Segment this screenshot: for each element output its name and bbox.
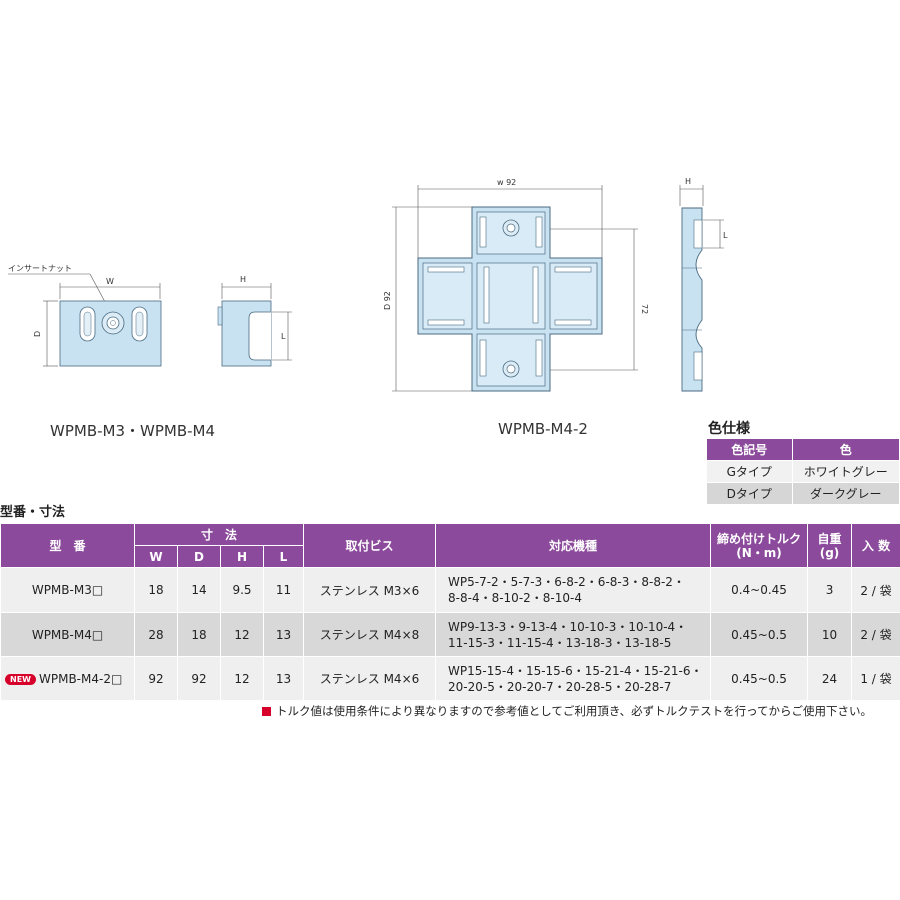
- label-h: H: [240, 275, 246, 284]
- header-qty: 入 数: [851, 523, 900, 568]
- header-h: H: [220, 545, 264, 568]
- cell-model: WPMB-M3□: [0, 567, 135, 613]
- header-model: 型 番: [0, 523, 135, 568]
- header-screw: 取付ビス: [303, 523, 437, 568]
- color-header-color: 色: [791, 438, 900, 461]
- label-insert-nut: インサートナット: [8, 264, 72, 273]
- header-d: D: [177, 545, 221, 568]
- torque-note: トルク値は使用条件により異なりますので参考値としてご利用頂き、必ずトルクテストを…: [262, 703, 872, 719]
- header-weight: 自重 (g): [807, 523, 853, 568]
- spec-table-title: 型番・寸法: [0, 505, 66, 520]
- color-spec-table: 色記号 色 Gタイプ ホワイトグレー Dタイプ ダークグレー: [706, 438, 900, 505]
- label-l-right: L: [723, 231, 728, 240]
- header-machines: 対応機種: [435, 523, 712, 568]
- drawing-wpmb-m4-2: w 92 D 92 72 H L: [383, 177, 728, 392]
- label-d: D: [33, 331, 42, 337]
- new-badge: NEW: [5, 673, 36, 685]
- header-torque: 締め付けトルク (N・m): [710, 523, 809, 568]
- table-row: WPMB-M4□ 28 18 12 13 ステンレス M4×8 WP9-13-3…: [0, 612, 900, 657]
- label-w: W: [106, 277, 114, 286]
- cell-machines: WP9-13-3・9-13-4・10-10-3・10-10-4・ 11-15-3…: [435, 612, 712, 657]
- caption-wpmb-m3-m4: WPMB-M3・WPMB-M4: [50, 422, 216, 440]
- note-marker-icon: [262, 707, 271, 716]
- table-row: WPMB-M3□ 18 14 9.5 11 ステンレス M3×6 WP5-7-2…: [0, 567, 900, 613]
- label-72: 72: [640, 304, 649, 314]
- caption-wpmb-m4-2: WPMB-M4-2: [498, 420, 588, 438]
- part-cross-side-view: [681, 207, 703, 392]
- header-w: W: [134, 545, 178, 568]
- header-l: L: [262, 545, 305, 568]
- color-row: Gタイプ ホワイトグレー: [706, 460, 900, 483]
- label-w92: w 92: [497, 178, 516, 187]
- cell-machines: WP5-7-2・5-7-3・6-8-2・6-8-3・8-8-2・ 8-8-4・8…: [435, 567, 712, 613]
- color-row: Dタイプ ダークグレー: [706, 482, 900, 505]
- label-d92: D 92: [383, 291, 392, 310]
- label-l: L: [281, 332, 286, 341]
- header-dims: 寸 法: [133, 523, 305, 546]
- color-header-code: 色記号: [706, 438, 793, 461]
- cell-model: WPMB-M4□: [0, 612, 135, 657]
- color-spec-title: 色仕様: [708, 421, 750, 437]
- cell-machines: WP15-15-4・15-15-6・15-21-4・15-21-6・ 20-20…: [435, 656, 712, 701]
- drawing-wpmb-m3-m4: インサートナット W D H L: [8, 264, 292, 367]
- label-h-right: H: [685, 177, 691, 186]
- spec-table: 型 番 寸 法 取付ビス 対応機種 締め付けトルク (N・m) 自重 (g) 入…: [0, 523, 900, 701]
